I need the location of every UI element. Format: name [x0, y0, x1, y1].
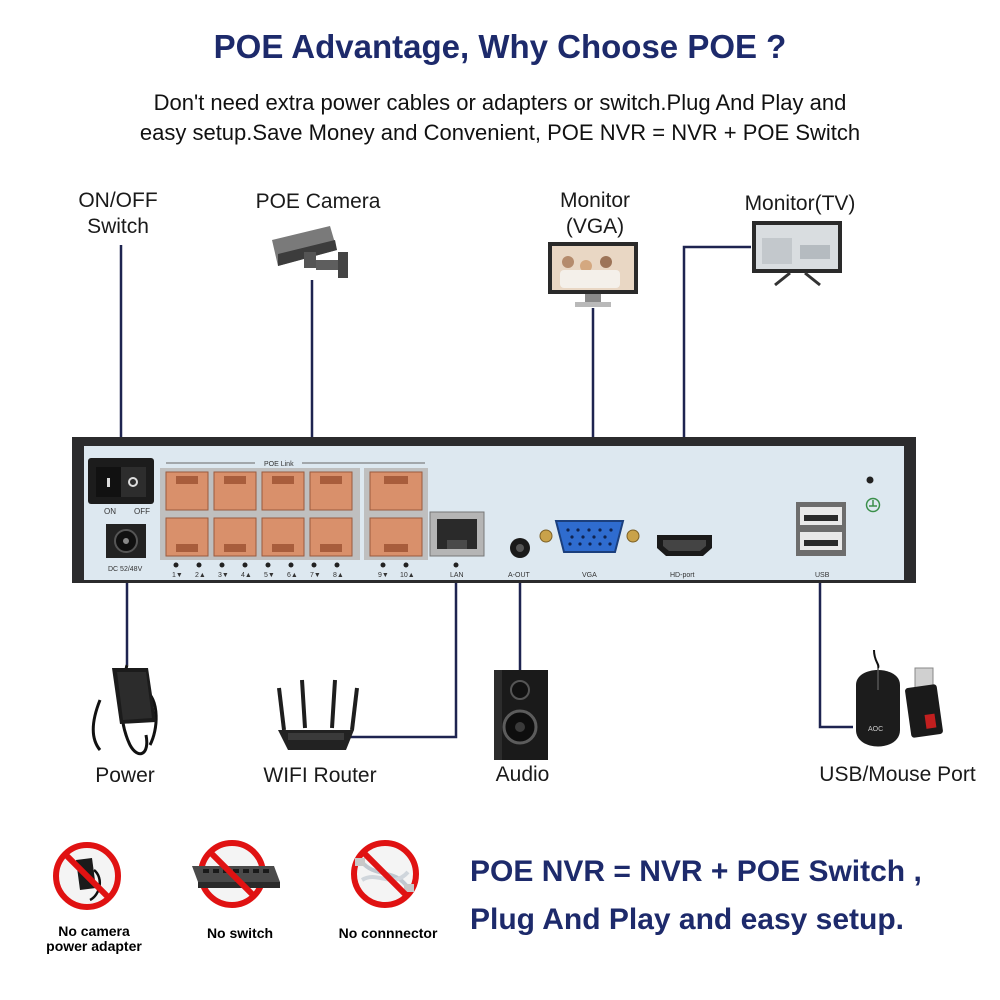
- aout-label: A-OUT: [508, 572, 531, 579]
- summary-line-2: Plug And Play and easy setup.: [470, 903, 905, 936]
- subtitle-line-1: Don't need extra power cables or adapter…: [153, 90, 847, 115]
- dc-label: DC 52/48V: [108, 566, 143, 573]
- lan-port[interactable]: [429, 511, 485, 557]
- mouse-icon: AOC: [856, 649, 900, 747]
- audio-out-port[interactable]: [510, 538, 530, 558]
- port-label: 6▲: [287, 572, 298, 579]
- wifi-router-label: WIFI Router: [263, 764, 377, 787]
- switch-label-line-1: ON/OFF: [78, 189, 158, 212]
- no-connector-prohibited-icon: [351, 840, 419, 908]
- port-label: 2▲: [195, 572, 206, 579]
- no-switch-label: No switch: [206, 925, 274, 941]
- monitor-vga-icon: [548, 242, 638, 307]
- switch-label-line-2: Switch: [87, 215, 149, 238]
- lan-line: [350, 535, 458, 739]
- vga-port[interactable]: [539, 520, 640, 553]
- poe-camera-icon: [272, 226, 348, 278]
- hdmi-port[interactable]: [657, 535, 712, 556]
- poe-camera-label: POE Camera: [255, 190, 381, 213]
- no-adapter-prohibited-icon: [53, 842, 121, 910]
- port-label: 8▲: [333, 572, 344, 579]
- lan-label: LAN: [450, 572, 464, 579]
- no-adapter-line-1: No camera: [58, 923, 130, 939]
- port-label: 10▲: [400, 572, 415, 579]
- ground-icon: [865, 497, 881, 513]
- reset-hole[interactable]: [866, 476, 874, 484]
- power-adapter-icon: [91, 664, 158, 756]
- poe-link-label: POE Link: [264, 461, 294, 468]
- port-number-labels: 1▼ 2▲ 3▼ 4▲ 5▼ 6▲ 7▼ 8▲ 9▼ 10▲: [172, 572, 415, 579]
- usb-dongle-icon: [905, 667, 943, 738]
- port-label: 7▼: [310, 572, 321, 579]
- mouse-brand: AOC: [868, 726, 883, 733]
- port-label: 5▼: [264, 572, 275, 579]
- summary-line-1: POE NVR = NVR + POE Switch ,: [470, 855, 922, 888]
- port-label: 1▼: [172, 572, 183, 579]
- off-label: OFF: [134, 507, 150, 516]
- monitor-tv-label: Monitor(TV): [744, 192, 856, 215]
- on-label: ON: [104, 507, 116, 516]
- subtitle-line-2: easy setup.Save Money and Convenient, PO…: [139, 120, 861, 145]
- no-connector-label: No connnector: [338, 925, 438, 941]
- on-off-switch[interactable]: [88, 458, 154, 504]
- wifi-router-icon: [277, 679, 359, 750]
- usb-ports[interactable]: [796, 502, 846, 556]
- no-adapter-line-2: power adapter: [46, 938, 142, 954]
- usb-line: [818, 518, 853, 729]
- page-title: POE Advantage, Why Choose POE ?: [213, 28, 787, 65]
- page-subtitle: Don't need extra power cables or adapter…: [60, 88, 940, 148]
- dc-power-jack[interactable]: [106, 524, 146, 558]
- hdport-label: HD-port: [670, 572, 695, 579]
- port-label: 3▼: [218, 572, 229, 579]
- usb-mouse-port-label: USB/Mouse Port: [819, 763, 976, 786]
- nvr-rear-panel: ON OFF DC 52/48V POE Link: [72, 437, 916, 583]
- on-off-switch-label: ON/OFF Switch: [58, 188, 178, 240]
- power-label: Power: [95, 764, 155, 787]
- monitor-vga-label: Monitor (VGA): [530, 188, 660, 240]
- port-label: 9▼: [378, 572, 389, 579]
- usb-label: USB: [815, 572, 830, 579]
- no-adapter-label: No camera power adapter: [24, 924, 164, 954]
- speaker-icon: [494, 670, 548, 760]
- monitor-tv-icon: [752, 221, 842, 287]
- port-label: 4▲: [241, 572, 252, 579]
- vga-label: VGA: [582, 572, 597, 579]
- audio-label: Audio: [495, 763, 550, 786]
- no-switch-prohibited-icon: [192, 840, 280, 908]
- poe-port-clips: [176, 476, 342, 552]
- monitor-vga-line-1: Monitor: [559, 189, 631, 212]
- monitor-vga-line-2: (VGA): [565, 215, 625, 238]
